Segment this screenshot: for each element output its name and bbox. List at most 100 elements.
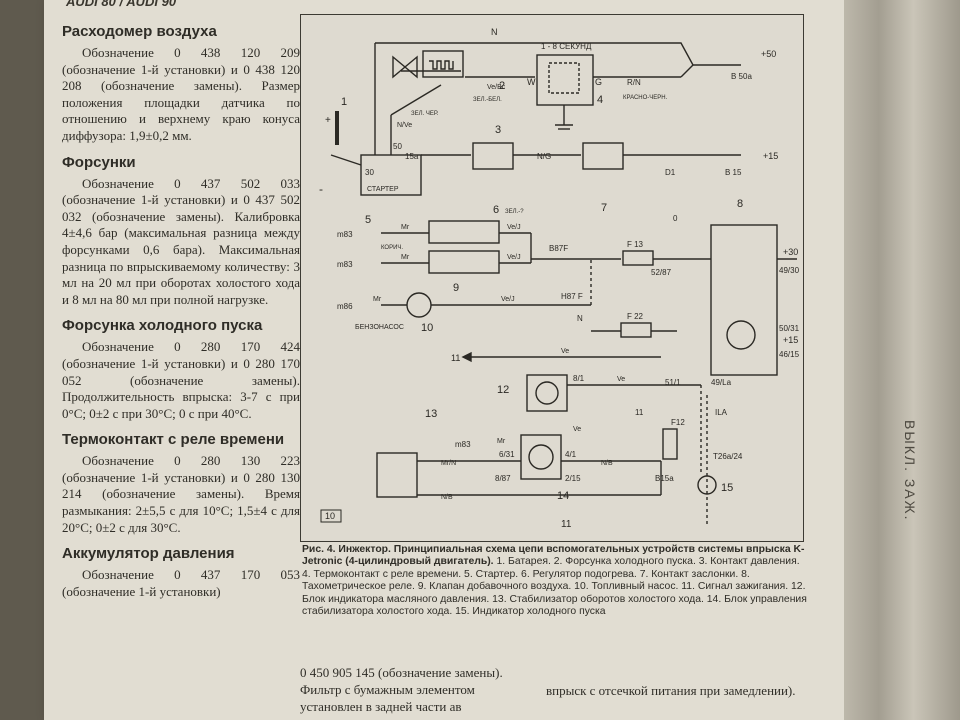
arrow-icon — [461, 351, 472, 363]
wiring-diagram: N 1 - 8 СЕКУНД +50 B 50a W G R/N КРАСНО-… — [300, 14, 804, 542]
wire — [330, 154, 362, 166]
label: H87 F — [561, 292, 583, 301]
oil-indicator-box — [526, 374, 568, 412]
label: N — [491, 27, 498, 37]
label: N/G — [537, 152, 551, 161]
label: m86 — [337, 302, 353, 311]
label: G — [595, 77, 602, 87]
section-heading: Расходомер воздуха — [62, 23, 217, 40]
label: 51/1 — [665, 378, 681, 387]
valve-symbol — [392, 55, 407, 79]
section-heading: Форсунка холодного пуска — [62, 317, 263, 335]
label: N/B — [441, 494, 453, 501]
callout-8: 8 — [737, 198, 743, 210]
relay-inner — [548, 62, 580, 94]
diagram-labels: N 1 - 8 СЕКУНД +50 B 50a W G R/N КРАСНО-… — [319, 27, 800, 530]
label: 15a — [405, 152, 419, 161]
callout-12: 12 — [497, 384, 509, 396]
book-page: AUDI 80 / AUDI 90 Расходомер воздуха Обо… — [44, 0, 844, 720]
label: N/B — [601, 460, 613, 467]
side-page-text: ВЫКЛ. ЗАЖ. — [902, 420, 918, 522]
callout-9: 9 — [453, 282, 459, 294]
relay-transistor — [726, 320, 756, 350]
label: ЗЕЛ.-БЕЛ. — [473, 97, 502, 103]
oil-indicator-transistor — [535, 381, 559, 405]
label: ILA — [715, 408, 728, 417]
callout-5: 5 — [365, 214, 371, 226]
wire — [375, 42, 741, 66]
callout-6: 6 — [493, 204, 499, 216]
cold-start-indicator — [697, 475, 717, 495]
label: F12 — [671, 418, 685, 427]
warmup-regulator-box — [428, 220, 500, 244]
label: m83 — [337, 260, 353, 269]
label: 49/30 — [779, 266, 800, 275]
label: Mr/N — [441, 460, 456, 467]
label: F 22 — [627, 312, 644, 321]
label: 8/1 — [573, 374, 585, 383]
label: 4/1 — [565, 450, 577, 459]
throttle-contact-box — [582, 142, 624, 170]
label: 0 — [673, 214, 678, 223]
label: +50 — [761, 49, 776, 59]
callout-13: 13 — [425, 408, 437, 420]
label: 11 — [635, 408, 644, 417]
figure-caption: Рис. 4. Инжектор. Принципиальная схема ц… — [302, 544, 808, 618]
callout-15: 15 — [721, 482, 733, 494]
wire — [390, 84, 442, 116]
section-heading: Термоконтакт с реле времени — [62, 431, 285, 449]
label: F 13 — [627, 240, 644, 249]
label: 11 — [451, 353, 460, 363]
label: Ve/J — [501, 296, 515, 303]
label: КОРИЧ. — [381, 245, 403, 251]
label: D1 — [665, 168, 676, 177]
bottom-text-right: впрыск с отсечкой питания при замедлении… — [546, 683, 796, 698]
label: m83 — [455, 440, 471, 449]
label: Ve — [573, 426, 581, 433]
label: 2/15 — [565, 474, 581, 483]
cold-start-valve-symbol — [422, 50, 464, 78]
label: Mr — [401, 224, 410, 231]
section-text: Обозначение 0 280 130 223 (обозначение 1… — [62, 453, 300, 535]
section-text: Обозначение 0 437 502 033 (обозначение 1… — [62, 175, 300, 307]
label: 50 — [393, 142, 402, 151]
callout-2: 2 — [499, 80, 505, 92]
section-text: Обозначение 0 280 170 424 (обозначение 1… — [62, 339, 300, 421]
section-text: Обозначение 0 438 120 209 (обозначение 1… — [62, 45, 300, 143]
label: Ve — [561, 348, 569, 355]
control-transistor — [528, 444, 554, 470]
section-text: Обозначение 0 437 170 053 (обозначение 1… — [62, 567, 300, 599]
adjacent-pages — [844, 0, 960, 720]
label: 6/31 — [499, 450, 515, 459]
label: ЗЕЛ.-? — [505, 209, 524, 215]
label: +30 — [783, 247, 798, 257]
label: R/N — [627, 78, 641, 87]
label: T26a/24 — [713, 452, 743, 461]
label: Ve/J — [507, 254, 521, 261]
label: B87F — [549, 244, 568, 253]
wiring-diagram-svg — [330, 42, 797, 525]
label: Mr — [401, 254, 410, 261]
label: + — [325, 115, 331, 126]
tach-relay-box — [710, 224, 778, 376]
caption-title: Рис. 4. Инжектор. Принципиальная схема ц… — [302, 544, 805, 568]
label: 46/15 — [779, 350, 800, 359]
label: ЗЕЛ. ЧЕР. — [411, 111, 439, 117]
valve-symbol — [403, 55, 418, 79]
running-head: AUDI 80 / AUDI 90 — [66, 0, 177, 9]
callout-3: 3 — [495, 124, 501, 136]
callout-4: 4 — [597, 94, 603, 106]
label: 50/31 — [779, 324, 800, 333]
figure-box-number: 10 — [325, 511, 335, 521]
label: 49/La — [711, 378, 732, 387]
fuse-f13 — [622, 250, 654, 266]
callout-7: 7 — [601, 202, 607, 214]
caption-legend: 1. Батарея. 2. Форсунка холодного пуска.… — [302, 556, 807, 618]
left-text-column: Расходомер воздуха Обозначение 0 438 120… — [62, 14, 300, 600]
fuse-f12 — [662, 428, 678, 460]
label: 52/87 — [651, 268, 672, 277]
callout-14: 14 — [557, 490, 569, 502]
label: - — [319, 182, 323, 196]
label: Ve — [617, 376, 625, 383]
label: СТАРТЕР — [367, 186, 399, 193]
